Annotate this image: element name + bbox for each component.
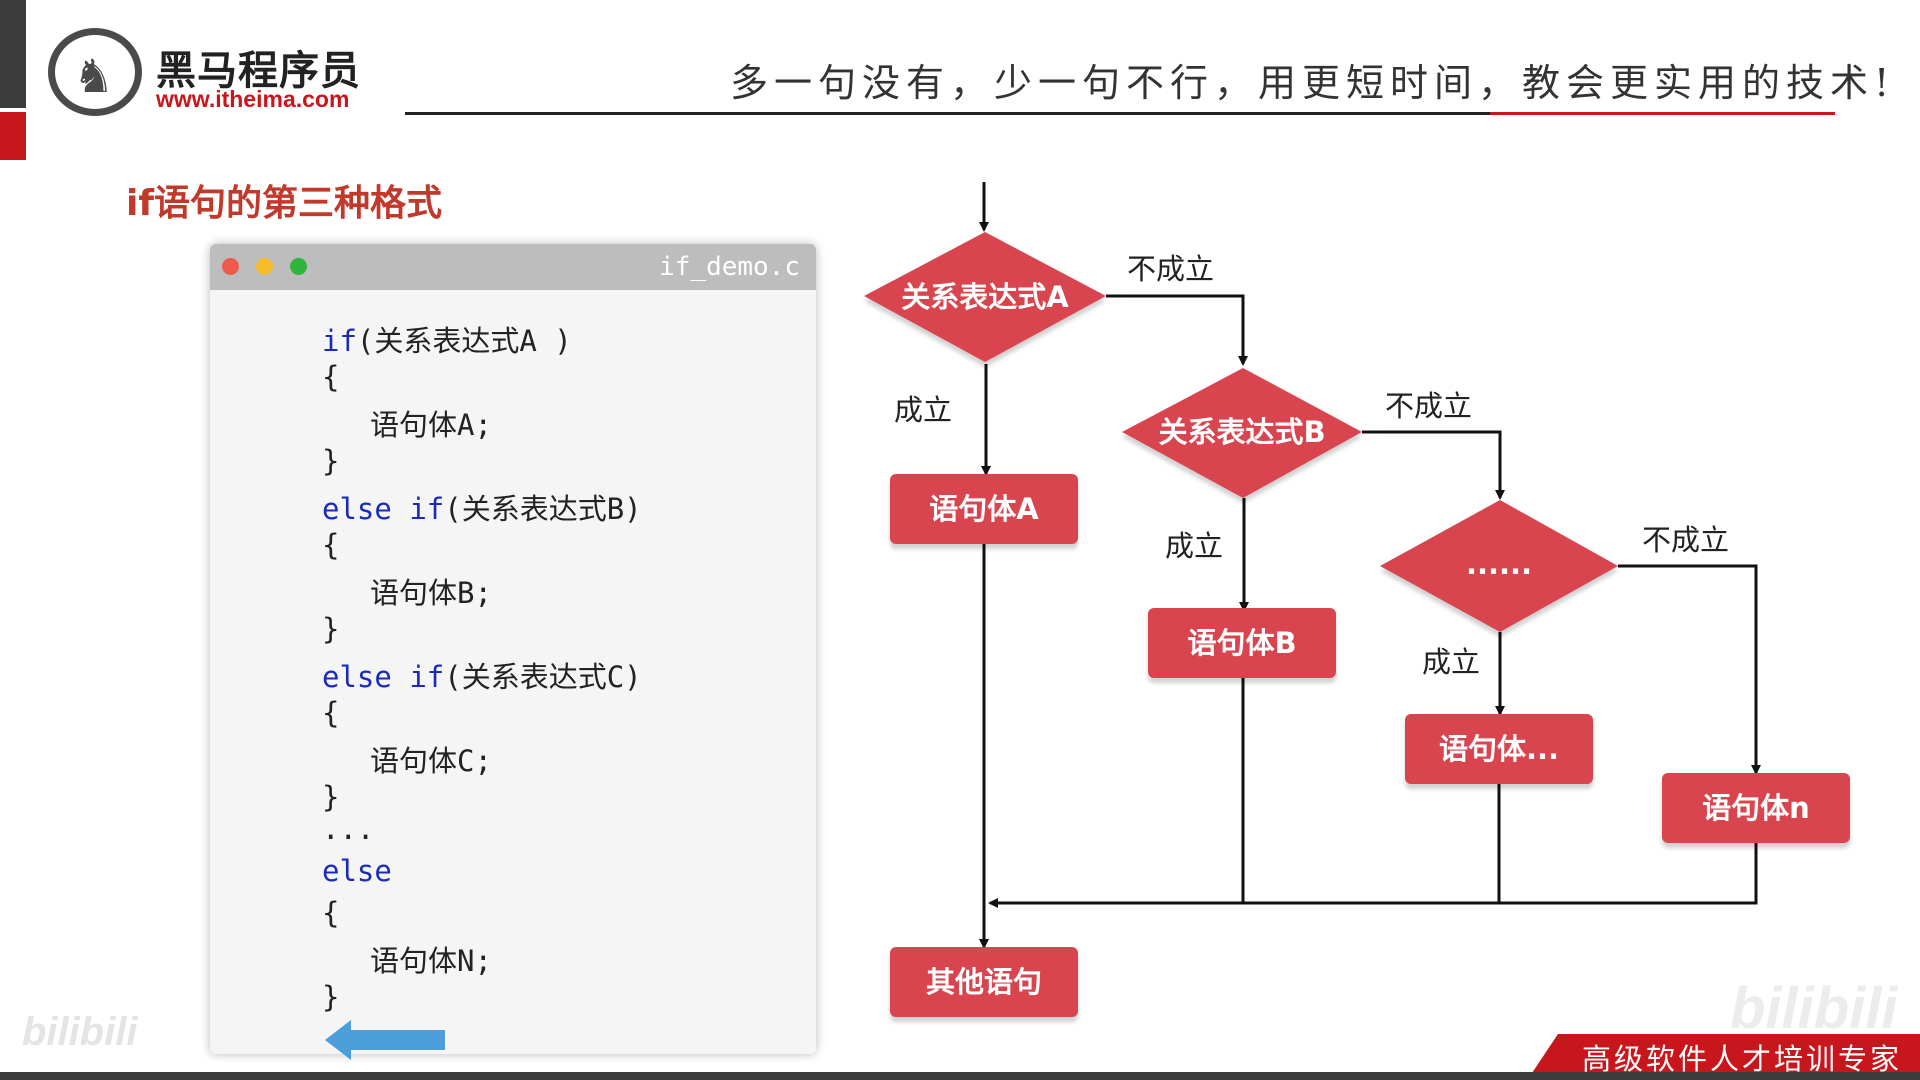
code-line: else [322,854,392,888]
a-no-arrow [1106,294,1248,366]
left-accent-bar [0,0,26,108]
decision-a-label: 关系表达式A [901,280,1069,314]
code-line: } [322,612,340,646]
bottom-strip [0,1072,1920,1080]
stmt-b-label: 语句体B [1187,626,1296,660]
code-line: { [322,896,340,930]
code-keyword: if [322,324,357,358]
code-window: if_demo.c if(关系表达式A ) { 语句体A; } else if(… [210,244,816,1054]
bilibili-watermark-left: bilibili [22,1010,138,1054]
code-line: } [322,980,340,1014]
code-line: { [322,360,340,394]
code-line: else if(关系表达式B) [322,486,642,528]
code-keyword: else [322,854,392,888]
other-label: 其他语句 [926,965,1042,999]
code-text: (关系表达式B) [444,492,642,526]
stmt-n-label: 语句体n [1702,791,1810,825]
slogan: 多一句没有，少一句不行，用更短时间，教会更实用的技术! [730,61,1896,105]
code-text: (关系表达式A ) [356,324,572,358]
back-arrow-icon[interactable] [325,1018,445,1062]
a-yes-label: 成立 [894,393,952,427]
decision-b-label: 关系表达式B [1158,415,1325,449]
code-line: { [322,696,340,730]
logo-icon: ♞ [48,28,142,116]
code-keyword: if [409,492,445,526]
code-line: 语句体B; [370,576,492,610]
code-line: 语句体N; [370,944,492,978]
bottom-banner-text: 高级软件人才培训专家 [1582,1042,1903,1076]
code-keyword: else [322,492,392,526]
bilibili-watermark-right: bilibili [1730,976,1898,1041]
maximize-dot-icon [290,258,307,275]
code-line: 语句体A; [370,408,492,442]
merge-arrow [988,843,1758,908]
stmt-c-label: 语句体... [1439,732,1559,766]
stmt-c-box: 语句体... [1405,714,1593,784]
code-line: ... [322,812,375,846]
c-no-label: 不成立 [1642,523,1729,557]
bottom-banner [1530,1034,1920,1076]
b-yes-label: 成立 [1165,529,1223,563]
code-line: } [322,444,340,478]
b-no-arrow [1362,430,1505,500]
left-red-accent [0,112,26,160]
brand-name: 黑马程序员 [156,48,361,94]
decision-c: ...... [1380,500,1618,632]
header-divider [405,112,1835,115]
a-no-label: 不成立 [1127,252,1214,286]
code-keyword: else [322,660,392,694]
code-line: else if(关系表达式C) [322,654,642,696]
flow-connectors [979,182,1761,949]
c-no-arrow [1618,564,1761,775]
code-line: } [322,780,340,814]
code-keyword: if [409,660,445,694]
stmt-a-box: 语句体A [890,474,1078,544]
decision-c-label: ...... [1466,547,1532,581]
header-divider-accent [1490,112,1835,115]
code-line: if(关系表达式A ) [322,318,572,360]
brand-url: www.itheima.com [156,86,350,112]
section-title: if语句的第三种格式 [126,183,443,224]
close-dot-icon [222,258,239,275]
code-line: 语句体C; [370,744,492,778]
stmt-n-box: 语句体n [1662,773,1850,843]
minimize-dot-icon [256,258,273,275]
decision-b: 关系表达式B [1122,368,1362,498]
stmt-a-label: 语句体A [929,492,1039,526]
stmt-b-box: 语句体B [1148,608,1336,678]
decision-a: 关系表达式A [864,232,1106,362]
code-line: { [322,528,340,562]
code-titlebar: if_demo.c [210,244,816,290]
code-filename: if_demo.c [659,252,800,282]
other-box: 其他语句 [890,947,1078,1017]
b-no-label: 不成立 [1385,389,1472,423]
code-text: (关系表达式C) [444,660,642,694]
c-yes-label: 成立 [1422,645,1480,679]
